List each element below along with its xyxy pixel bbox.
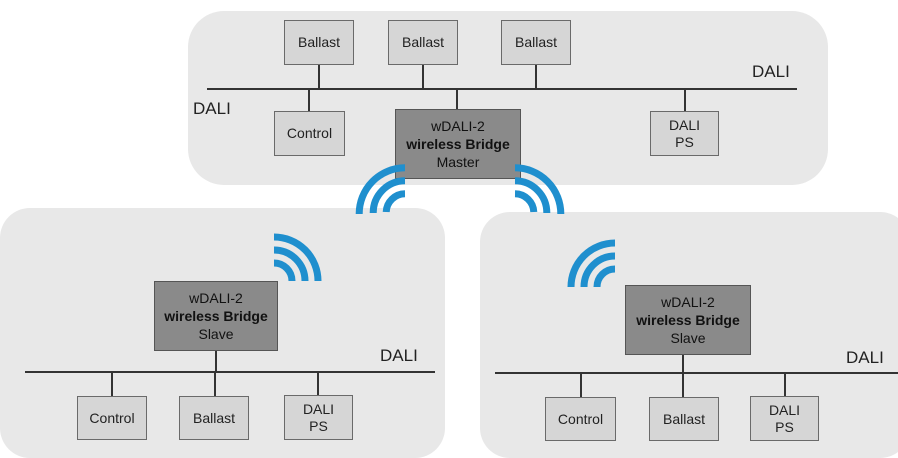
ballast-box: Ballast <box>649 397 719 441</box>
slave-dali-bus <box>25 371 435 373</box>
ballast-box: Ballast <box>179 396 249 440</box>
control-drop <box>580 373 582 397</box>
bridge-model: wDALI-2 <box>431 117 485 134</box>
master-dali-bus <box>207 88 797 90</box>
dali-power-supply-box: DALI PS <box>284 395 353 440</box>
slave-dali-bus <box>495 372 898 374</box>
bridge-name: wireless Bridge <box>406 135 510 152</box>
control-box: Control <box>77 396 147 440</box>
ps-line1: DALI <box>668 116 701 133</box>
control-drop <box>111 372 113 396</box>
slave-wireless-bridge: wDALI-2 wireless Bridge Slave <box>154 281 278 351</box>
ps-drop <box>684 89 686 111</box>
master-wireless-bridge: wDALI-2 wireless Bridge Master <box>395 109 521 179</box>
slave-wireless-bridge: wDALI-2 wireless Bridge Slave <box>625 285 751 355</box>
ps-line1: DALI <box>302 400 335 417</box>
bridge-name: wireless Bridge <box>164 307 268 324</box>
dali-power-supply-box: DALI PS <box>750 396 819 441</box>
control-box: Control <box>545 397 616 441</box>
ballast-2-drop <box>422 65 424 89</box>
ps-drop <box>784 373 786 396</box>
ps-drop <box>317 372 319 395</box>
control-drop <box>308 89 310 111</box>
ballast-box: Ballast <box>501 20 571 65</box>
bridge-role: Slave <box>670 330 706 347</box>
control-box: Control <box>274 111 345 156</box>
dali-bus-label: DALI <box>380 346 418 365</box>
dali-bus-label: DALI <box>752 62 790 81</box>
ballast-drop <box>682 373 684 397</box>
bridge-model: wDALI-2 <box>189 289 243 306</box>
ballast-box: Ballast <box>388 20 458 65</box>
bridge-role: Master <box>436 154 480 171</box>
bridge-name: wireless Bridge <box>636 311 740 328</box>
ps-line1: DALI <box>768 401 801 418</box>
dali-bus-label: DALI <box>846 348 884 367</box>
bridge-drop <box>456 89 458 109</box>
ps-line2: PS <box>675 133 694 150</box>
bridge-model: wDALI-2 <box>661 293 715 310</box>
ballast-box: Ballast <box>284 20 354 65</box>
wifi-signal-icon <box>273 164 616 288</box>
ballast-3-drop <box>535 65 537 89</box>
dali-power-supply-box: DALI PS <box>650 111 719 156</box>
bridge-drop <box>682 355 684 373</box>
ballast-1-drop <box>318 65 320 89</box>
ps-line2: PS <box>775 418 794 435</box>
dali-bus-label: DALI <box>193 99 231 118</box>
ballast-drop <box>214 372 216 396</box>
ps-line2: PS <box>309 417 328 434</box>
bridge-drop <box>215 351 217 372</box>
bridge-role: Slave <box>198 326 234 343</box>
